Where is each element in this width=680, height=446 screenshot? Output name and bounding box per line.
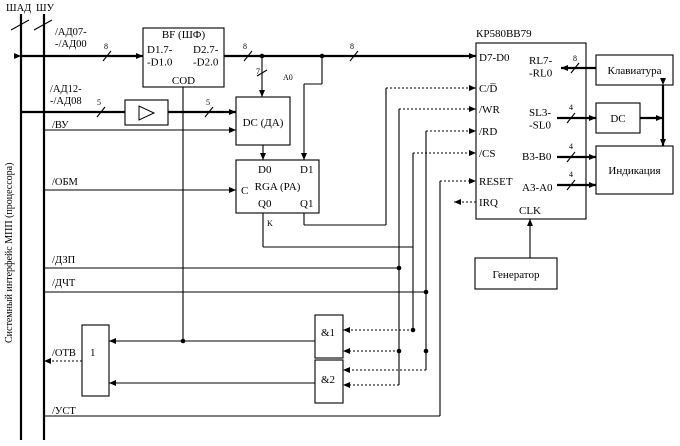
bus-label-shad: ШАД (6, 3, 31, 14)
dc-da-title: DC (ДА) (243, 117, 284, 129)
bf-title: BF (ШФ) (162, 29, 206, 41)
bus-label-shu: ШУ (36, 3, 55, 14)
bf-right-port: D2.7--D2.0 (193, 44, 219, 69)
dc-da-block: DC (ДА) (235, 96, 291, 146)
wire-label-k: K (267, 219, 273, 228)
rga-d0: D0 (258, 164, 272, 176)
kr-pin-sl: SL3--SL0 (529, 107, 552, 132)
bf-left-port: D1.7--D1.0 (147, 44, 173, 69)
kr-pin-cs: /CS (479, 148, 496, 160)
or-gate: 1 (81, 324, 110, 397)
rga-q0: Q0 (258, 198, 272, 210)
dc-out-label: DC (610, 113, 625, 125)
bus-width-buf-out: 5 (206, 98, 210, 107)
kr-pin-irq: IRQ (479, 197, 498, 209)
kr-pin-cd: C/D̅ (479, 83, 497, 95)
and1-label: &1 (321, 327, 335, 339)
peripheral-wiring: 8 4 4 4 (527, 54, 666, 258)
signal-dchg: /ДЧТ (52, 278, 76, 289)
bf-block: BF (ШФ) D1.7--D1.0 D2.7--D2.0 COD (142, 27, 225, 88)
generator-block: Генератор (474, 257, 558, 290)
display-block: Индикация (595, 145, 674, 195)
signal-ad-high: /АД12--/АД08 (50, 84, 82, 107)
system-buses: ШАД ШУ Системный интерфейс МПП (процессо… (4, 3, 55, 440)
rga-q1: Q1 (300, 198, 313, 210)
kr-pin-rd: /RD (479, 126, 497, 138)
signal-labels: /АД07--/АД00 /АД12--/АД08 /ВУ /ОБМ /ДЗП … (50, 27, 87, 417)
bus-width-rl: 8 (573, 54, 577, 63)
and2-label: &2 (321, 374, 335, 386)
and-gate-1: &1 (314, 314, 344, 359)
signal-otv: /ОТВ (52, 348, 76, 359)
keyboard-label: Клавиатура (608, 65, 662, 77)
signal-ad-low: /АД07--/АД00 (55, 27, 87, 50)
rga-title: RGA (PA) (255, 181, 301, 193)
kr-pin-rl: RL7--RL0 (529, 55, 553, 80)
bus-width-buf-in: 5 (97, 98, 101, 107)
kr-pin-clk: CLK (519, 205, 541, 217)
system-interface-label: Системный интерфейс МПП (процессора) (4, 163, 15, 343)
bus-width-a: 4 (569, 170, 573, 179)
or-label: 1 (90, 347, 96, 359)
and-gate-2: &2 (314, 359, 344, 404)
gate-wiring (343, 247, 429, 388)
data-bus: 8 8 8 7 А0 (14, 42, 476, 160)
bus-width-kr-data: 8 (350, 42, 354, 51)
generator-label: Генератор (493, 269, 540, 281)
bf-cod: COD (172, 75, 195, 87)
rga-d1: D1 (300, 164, 313, 176)
kr-pin-wr: /WR (479, 104, 500, 116)
bus-width-bf-in: 8 (104, 42, 108, 51)
kr580-title: КР580ВВ79 (476, 28, 532, 40)
bus-width-bf-out: 8 (243, 42, 247, 51)
dc-out-block: DC (595, 102, 641, 134)
signal-dzp: /ДЗП (52, 255, 76, 266)
kr580-block: КР580ВВ79 D7-D0 C/D̅ /WR /RD /CS RESET I… (475, 28, 587, 220)
address-high-path: 5 5 (21, 98, 236, 126)
signal-vu: /ВУ (52, 120, 69, 131)
signal-ust: /УСТ (52, 406, 76, 417)
wire-label-a0: А0 (283, 73, 293, 82)
kr-pin-a: A3-A0 (522, 182, 553, 194)
rga-c: C (241, 185, 248, 197)
bus-width-dc: 7 (256, 67, 260, 76)
signal-obm: /ОБМ (52, 177, 79, 188)
keyboard-block: Клавиатура (595, 54, 674, 86)
kr-pin-d7-d0: D7-D0 (479, 52, 510, 64)
bus-width-sl: 4 (569, 103, 573, 112)
kr-pin-reset: RESET (479, 176, 513, 188)
rga-block: D0 D1 RGA (PA) C Q0 Q1 (235, 159, 320, 214)
kr-pin-b: B3-B0 (522, 151, 552, 163)
display-label: Индикация (608, 165, 660, 177)
bus-width-b: 4 (569, 142, 573, 151)
